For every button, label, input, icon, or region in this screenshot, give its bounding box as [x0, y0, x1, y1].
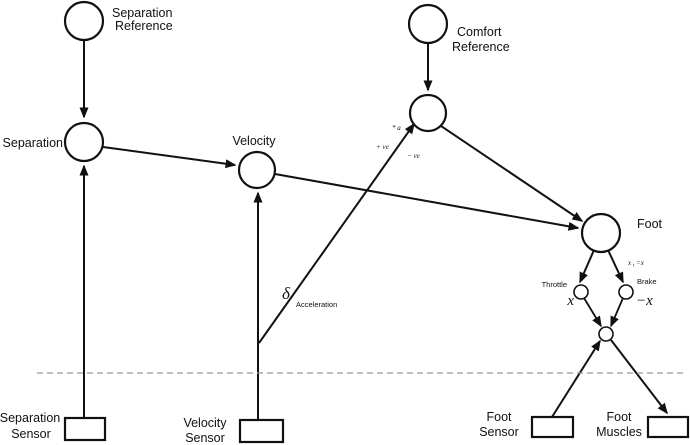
- separation-sensor-block: [63, 416, 107, 442]
- foot-sensor-label-line2: Sensor: [479, 425, 519, 439]
- separation-sensor-label-line2: Sensor: [11, 427, 51, 441]
- foot-output-equation-base: x: [627, 259, 632, 267]
- velocity-sensor-block: [238, 418, 285, 444]
- foot-comparator-node: [598, 326, 614, 342]
- comfort-reference-label-line1: Comfort: [457, 25, 502, 39]
- comfort-reference-label-line2: Reference: [452, 40, 510, 54]
- foot-muscles-block: [646, 415, 690, 439]
- comfort-reference-node: [407, 3, 449, 45]
- brake-symbol: −x: [636, 293, 653, 309]
- foot-label: Foot: [637, 217, 663, 231]
- separation-node: [63, 121, 105, 163]
- foot-output-equation-subscript: t: [633, 264, 635, 269]
- separation-label: Separation: [3, 136, 64, 150]
- arrow-foot-sensor-to-foot-comparator: [551, 339, 601, 418]
- gain-annotation: * a: [392, 124, 401, 132]
- arrow-foot-comparator-to-foot-muscles: [610, 339, 668, 415]
- comfort-comparator-node: [408, 93, 448, 133]
- foot-muscles-label-line1: Foot: [606, 410, 632, 424]
- separation-reference-label-line1: Separation: [112, 6, 173, 20]
- arrow-velocity-to-foot: [274, 173, 580, 231]
- separation-sensor-label-line1: Separation: [0, 411, 60, 425]
- throttle-symbol: x: [566, 293, 574, 309]
- throttle-node: [573, 284, 589, 300]
- arrow-throttle-to-foot-comparator: [583, 297, 602, 328]
- arrow-separation-to-velocity: [102, 146, 237, 169]
- throttle-label: Throttle: [542, 280, 567, 289]
- arrow-foot-to-throttle: [579, 249, 595, 284]
- brake-label: Brake: [637, 277, 657, 286]
- velocity-sensor-label-line2: Sensor: [185, 431, 225, 445]
- foot-node: [580, 212, 622, 254]
- minus-ve-annotation: − ve: [407, 152, 420, 160]
- foot-sensor-block: [530, 415, 575, 439]
- brake-node: [618, 284, 634, 300]
- acceleration-label: Acceleration: [296, 300, 337, 309]
- foot-output-equation: x t =x: [627, 259, 645, 269]
- velocity-label: Velocity: [232, 134, 276, 148]
- velocity-node: [237, 150, 277, 190]
- velocity-sensor-label-line1: Velocity: [183, 416, 227, 430]
- arrow-brake-to-foot-comparator: [610, 297, 624, 328]
- separation-reference-label-line2: Reference: [115, 19, 173, 33]
- delta-symbol: δ: [282, 284, 291, 303]
- foot-muscles-label-line2: Muscles: [596, 425, 642, 439]
- arrow-foot-to-brake: [607, 249, 624, 284]
- arrow-comfort-comparator-to-foot: [440, 125, 584, 222]
- arrow-acceleration-to-comfort-comparator: [258, 122, 415, 344]
- foot-output-equation-rest: =x: [636, 259, 645, 267]
- plus-ve-annotation: + ve: [376, 143, 389, 151]
- separation-reference-node: [63, 0, 105, 42]
- foot-sensor-label-line1: Foot: [486, 410, 512, 424]
